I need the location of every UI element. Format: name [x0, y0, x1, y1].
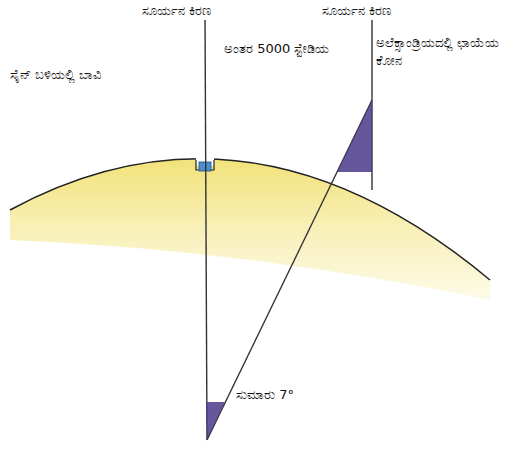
ray-label: ಸೂರ್ಯನ ಕಿರಣ — [140, 2, 213, 20]
sun-ray — [205, 14, 207, 440]
center-angle — [206, 402, 225, 440]
well-water — [199, 162, 211, 171]
shadow-angle — [337, 100, 372, 172]
distance-label: ಅಂತರ 5000 ಸ್ಟೇಡಿಯ — [222, 40, 331, 58]
earth-outline — [10, 159, 490, 280]
ray-label: ಸೂರ್ಯನ ಕಿರಣ — [320, 2, 393, 20]
earth-surface — [10, 159, 490, 300]
radius-line — [207, 100, 372, 440]
well-label: ಸೈನ್ ಬಳಿಯಲ್ಲಿ ಬಾವಿ — [8, 66, 103, 84]
angle-label: ಅಲೆಕ್ಸಾಂಡ್ರಿಯದಲ್ಲಿ ಛಾಯೆಯ ಕೋನ — [374, 34, 506, 69]
angle-label: ಸುಮಾರು 7° — [234, 386, 296, 404]
